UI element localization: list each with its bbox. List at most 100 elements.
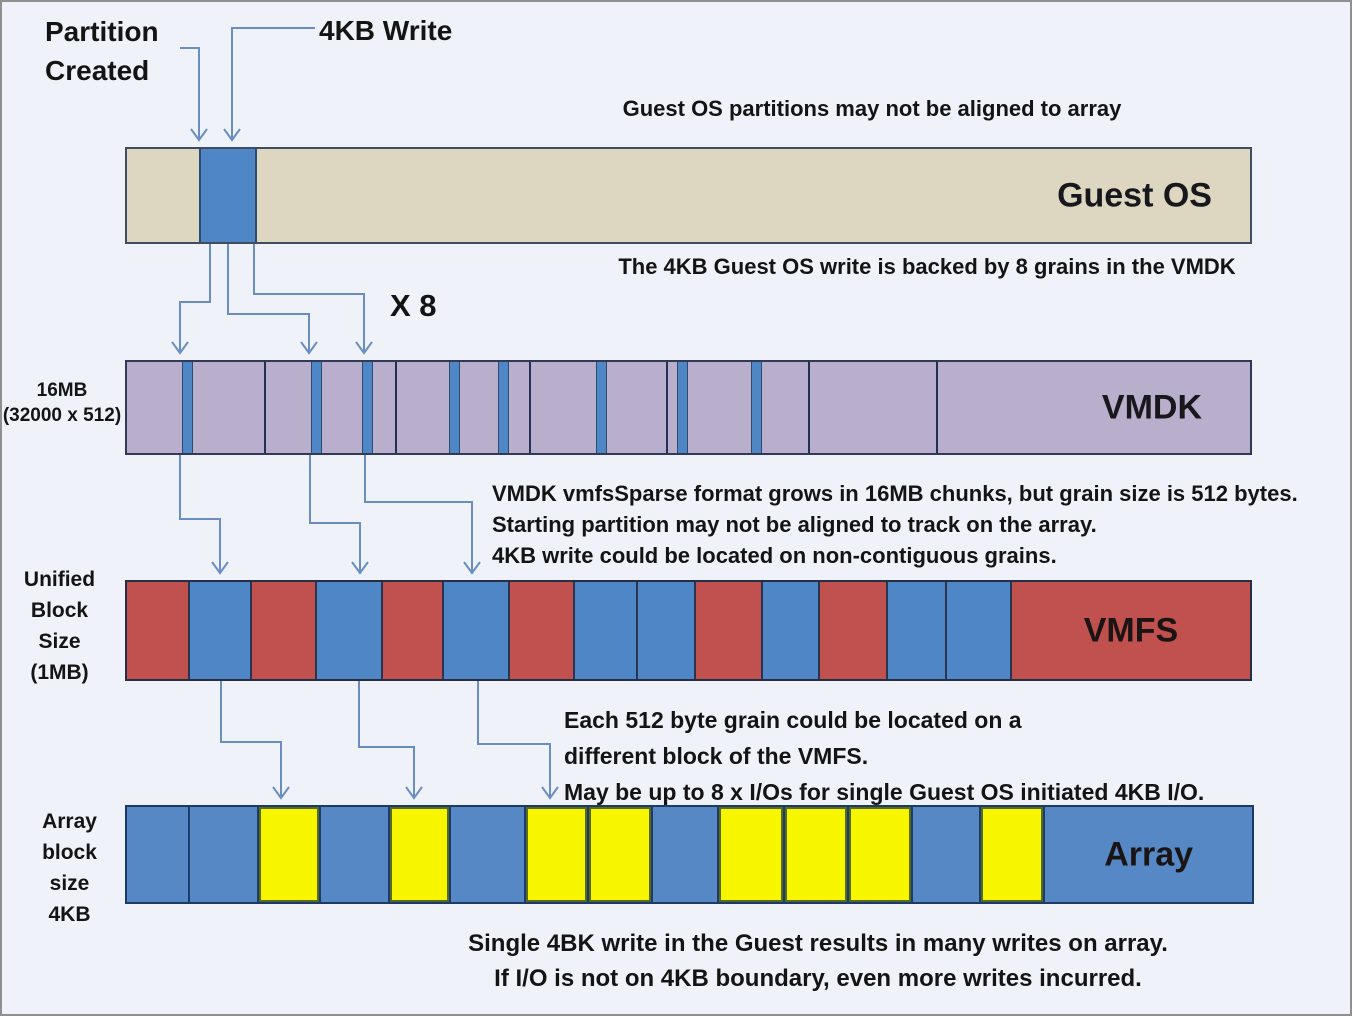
write-connector: [231, 27, 315, 140]
guest-to-vmdk-1: [179, 244, 211, 353]
vmfs-segment-blue: [947, 582, 1010, 679]
text-line: May be up to 8 x I/Os for single Guest O…: [564, 774, 1204, 810]
vmfs-segment-red: [820, 582, 886, 679]
vmdk-to-vmfs-1: [179, 455, 221, 573]
vmfs-to-array-3-arrowhead: [541, 786, 559, 800]
vmfs-bar: VMFS: [125, 580, 1252, 681]
guest-to-vmdk-2-arrowhead: [300, 341, 318, 355]
text-line: Partition: [45, 16, 159, 47]
guest-os-bar-title: Guest OS: [1057, 176, 1212, 214]
array-segment-blue: [127, 807, 188, 902]
4kb-write-block: [199, 149, 257, 242]
guest-to-vmdk-3-arrowhead: [355, 341, 373, 355]
vmfs-segment-blue: [317, 582, 381, 679]
note-pre: May be up to: [564, 779, 711, 805]
partition-created-connector-arrowhead: [190, 128, 208, 142]
vmfs-to-array-3: [477, 681, 551, 798]
vmfs-segment-red: VMFS: [1011, 582, 1250, 679]
partition-created-connector: [180, 47, 200, 140]
vmdk-grain-strip: [751, 362, 762, 453]
array-segment-blue: Array: [1045, 807, 1252, 902]
vmdk-chunk-divider: [666, 362, 668, 453]
vmdk-bar: VMDK: [125, 360, 1252, 455]
vmdk-grain-strip: [449, 362, 460, 453]
array-segment-yellow: [526, 807, 588, 902]
text-line: Each 512 byte grain could be located on …: [564, 707, 1022, 733]
text-line: Single 4BK write in the Guest results in…: [468, 930, 1168, 957]
array-segment-yellow: [981, 807, 1044, 902]
text-line: Array: [42, 810, 97, 833]
vmfs-to-array-2: [358, 681, 415, 798]
vmfs-segment-blue: [190, 582, 251, 679]
text-line: 4KB: [48, 903, 91, 926]
vmdk-grain-strip: [311, 362, 322, 453]
text-line: Starting partition may not be aligned to…: [492, 512, 1097, 537]
array-segment-yellow: [589, 807, 652, 902]
vmfs-to-array-1: [220, 681, 282, 798]
vmfs-segment-red: [509, 582, 574, 679]
text-line: Created: [45, 55, 150, 86]
vmfs-segment-red: [696, 582, 761, 679]
vmdk-grain-note: VMDK vmfsSparse format grows in 16MB chu…: [492, 478, 1298, 571]
array-segment-yellow: [718, 807, 783, 902]
vmdk-to-vmfs-3: [364, 455, 473, 573]
vmfs-to-array-1-arrowhead: [272, 786, 290, 800]
array-segment-blue: [320, 807, 388, 902]
note-post: for single Guest OS initiated 4KB I/O.: [792, 779, 1205, 805]
guest-write-note: The 4KB Guest OS write is backed by 8 gr…: [618, 254, 1236, 279]
vmdk-grain-strip: [677, 362, 688, 453]
vmdk-grain-strip: [498, 362, 509, 453]
text-line: VMDK vmfsSparse format grows in 16MB chu…: [492, 481, 1298, 506]
4kb-write-label: 4KB Write: [319, 15, 453, 46]
x8-label: X 8: [390, 288, 437, 323]
vmdk-chunk-divider: [808, 362, 810, 453]
text-line: block: [42, 841, 97, 864]
text-line: different block of the VMFS.: [564, 743, 869, 769]
guest-to-vmdk-1-arrowhead: [171, 341, 189, 355]
array-segment-yellow: [389, 807, 450, 902]
vmfs-segment-blue: [444, 582, 508, 679]
array-segment-yellow: [258, 807, 319, 902]
vmdk-grain-strip: [362, 362, 373, 453]
text-line: Size: [38, 630, 81, 653]
array-segment-bar-title: Array: [1104, 835, 1194, 873]
vmdk-to-vmfs-3-arrowhead: [463, 561, 481, 575]
guest-alignment-note: Guest OS partitions may not be aligned t…: [622, 96, 1122, 121]
array-segment-blue: [653, 807, 717, 902]
vmfs-segment-red: [382, 582, 443, 679]
guest-os-bar: Guest OS: [125, 147, 1252, 244]
array-bar: Array: [125, 805, 1254, 904]
vmdk-size-label: 16MB (32000 x 512): [2, 378, 122, 428]
vmdk-bar-title: VMDK: [1101, 388, 1202, 426]
vmfs-segment-blue: [637, 582, 695, 679]
vmdk-to-vmfs-2-arrowhead: [351, 561, 369, 575]
text-line: If I/O is not on 4KB boundary, even more…: [494, 965, 1142, 992]
vmfs-block-note: Each 512 byte grain could be located on …: [564, 702, 1204, 810]
vmdk-grain-strip: [596, 362, 607, 453]
vmdk-grain-strip: [182, 362, 193, 453]
vmfs-to-array-2-arrowhead: [405, 786, 423, 800]
text-line: (32000 x 512): [2, 405, 122, 426]
text-line: 16MB: [36, 380, 88, 401]
vmdk-chunk-divider: [936, 362, 938, 453]
vmdk-chunk-divider: [395, 362, 397, 453]
array-segment-blue: [451, 807, 525, 902]
guest-to-vmdk-3: [253, 244, 365, 353]
vmdk-to-vmfs-1-arrowhead: [211, 561, 229, 575]
vmfs-segment-red: [127, 582, 189, 679]
array-segment-yellow: [784, 807, 847, 902]
array-segment-blue: [912, 807, 980, 902]
vmdk-to-vmfs-2: [309, 455, 361, 573]
guest-to-vmdk-2: [227, 244, 310, 353]
vmfs-segment-blue: [575, 582, 636, 679]
vmdk-chunk-divider: [529, 362, 531, 453]
text-line: size: [49, 872, 90, 895]
vmfs-segment-red: [252, 582, 316, 679]
vmfs-segment-blue: [887, 582, 946, 679]
vmfs-segment-blue: [762, 582, 819, 679]
text-line: Block: [30, 599, 89, 622]
